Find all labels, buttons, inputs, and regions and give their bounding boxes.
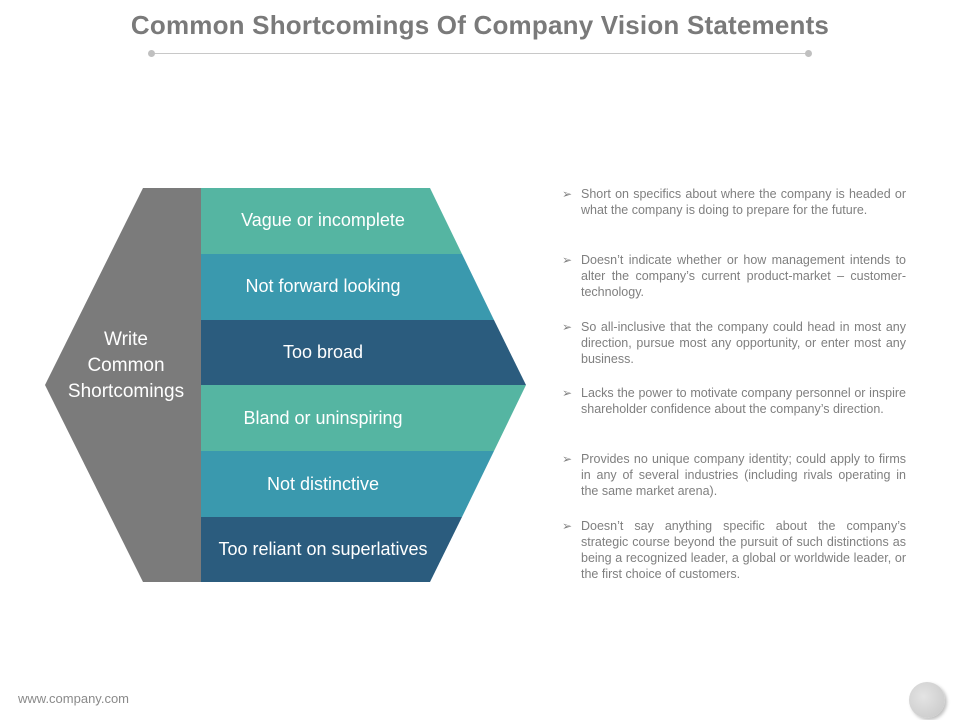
arrow-bullet-icon: ➢ [562, 519, 573, 533]
list-item: ➢ Doesn’t indicate whether or how manage… [562, 252, 906, 300]
band-label-3: Too broad [283, 342, 363, 362]
list-item: ➢ Short on specifics about where the com… [562, 186, 906, 218]
list-item: ➢ Lacks the power to motivate company pe… [562, 385, 906, 417]
band-vague-or-incomplete [201, 188, 462, 254]
divider-right-dot [805, 50, 812, 57]
hex-label-line-1: Write [104, 329, 148, 350]
divider-left-dot [148, 50, 155, 57]
band-label-5: Not distinctive [267, 474, 379, 494]
arrow-bullet-icon: ➢ [562, 253, 573, 267]
band-label-1: Vague or incomplete [241, 210, 405, 230]
bullet-text: Doesn’t say anything specific about the … [581, 519, 906, 581]
arrow-bullet-icon: ➢ [562, 187, 573, 201]
bullet-text: Short on specifics about where the compa… [581, 187, 906, 217]
list-item: ➢ Provides no unique company identity; c… [562, 451, 906, 499]
hex-label-line-2: Common [87, 355, 164, 376]
band-label-2: Not forward looking [245, 276, 400, 296]
band-label-6: Too reliant on superlatives [218, 539, 427, 559]
band-label-4: Bland or uninspiring [243, 408, 402, 428]
arrow-bullet-icon: ➢ [562, 452, 573, 466]
bullet-text: Doesn’t indicate whether or how manageme… [581, 253, 906, 299]
hexagon-left-half [45, 188, 201, 582]
title-divider [152, 53, 808, 54]
band-too-reliant-on-superlatives [201, 517, 462, 582]
arrow-bullet-icon: ➢ [562, 320, 573, 334]
slide-title: Common Shortcomings Of Company Vision St… [130, 10, 830, 40]
band-not-forward-looking [201, 254, 494, 320]
bullet-text: Lacks the power to motivate company pers… [581, 386, 906, 416]
band-too-broad [201, 320, 526, 385]
hex-label-line-3: Shortcomings [68, 381, 184, 402]
bullet-text: Provides no unique company identity; cou… [581, 452, 906, 498]
list-item: ➢ So all-inclusive that the company coul… [562, 319, 906, 367]
list-item: ➢ Doesn’t say anything specific about th… [562, 518, 906, 582]
band-bland-or-uninspiring [201, 385, 526, 451]
bullet-text: So all-inclusive that the company could … [581, 320, 906, 366]
band-not-distinctive [201, 451, 494, 517]
corner-circle-decoration [909, 682, 945, 718]
arrow-bullet-icon: ➢ [562, 386, 573, 400]
footer-url[interactable]: www.company.com [18, 691, 130, 706]
